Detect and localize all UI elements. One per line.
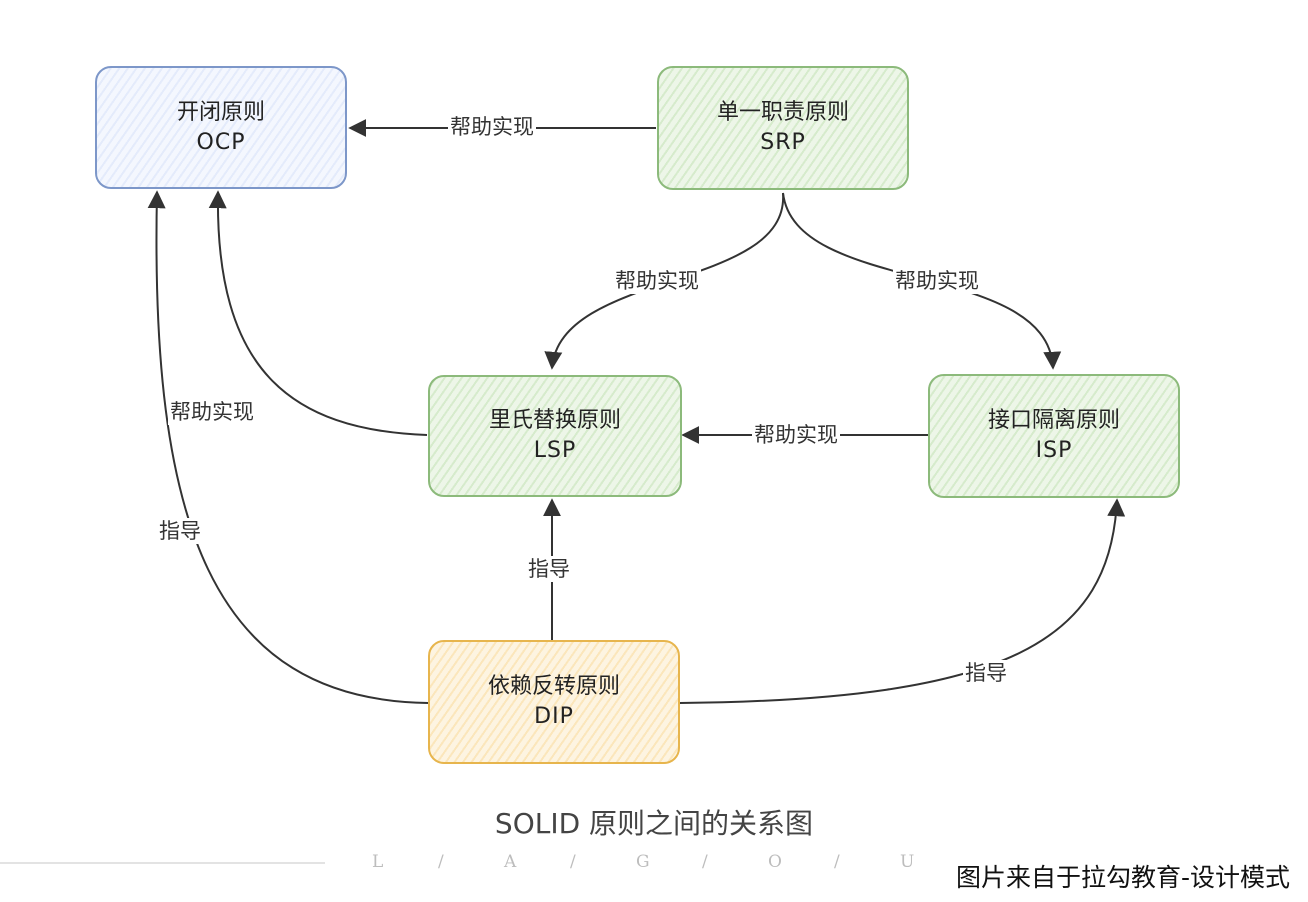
node-isp-name: 接口隔离原则 (987, 408, 1120, 433)
label-srp-to-lsp: 帮助实现 (613, 268, 701, 294)
node-srp: 单一职责原则 SRP (657, 66, 909, 190)
brand-letter: L (372, 852, 384, 872)
label-lsp-to-ocp: 帮助实现 (168, 399, 256, 425)
edge-dip-to-isp (679, 498, 1126, 704)
brand-letter: A (504, 852, 517, 872)
source-note: 图片来自于拉勾教育-设计模式 (955, 863, 1290, 892)
node-lsp-name: 里氏替换原则 (488, 408, 621, 433)
node-ocp-name: 开闭原则 (176, 99, 265, 125)
brand-letter: O (768, 852, 782, 872)
node-dip-name: 依赖反转原则 (487, 674, 620, 699)
edge-dip-to-ocp (147, 190, 429, 704)
brand-letter: / (570, 852, 576, 872)
edge-lsp-to-ocp (208, 190, 428, 436)
label-dip-to-lsp: 指导 (526, 556, 572, 582)
brand-letter: / (834, 852, 840, 872)
node-srp-abbr: SRP (760, 130, 806, 155)
diagram-caption: SOLID 原则之间的关系图 (494, 807, 814, 840)
node-isp-abbr: ISP (1035, 438, 1073, 463)
brand-letter: U (900, 852, 915, 872)
label-dip-to-isp: 指导 (963, 660, 1009, 686)
divider-line (0, 862, 325, 864)
node-lsp: 里氏替换原则 LSP (428, 375, 682, 497)
label-dip-to-ocp: 指导 (157, 518, 203, 544)
node-srp-name: 单一职责原则 (716, 100, 849, 125)
label-isp-to-lsp: 帮助实现 (752, 422, 840, 448)
label-srp-to-isp: 帮助实现 (893, 268, 981, 294)
brand-letter: G (636, 852, 650, 872)
brand-watermark: L / A / G / O / U (372, 852, 966, 872)
brand-letter: / (702, 852, 708, 872)
node-dip-abbr: DIP (534, 704, 574, 729)
node-lsp-abbr: LSP (533, 438, 577, 463)
node-dip: 依赖反转原则 DIP (428, 640, 680, 764)
node-ocp-abbr: OCP (196, 129, 246, 155)
node-isp: 接口隔离原则 ISP (928, 374, 1180, 498)
node-ocp: 开闭原则 OCP (95, 66, 347, 189)
label-srp-to-ocp: 帮助实现 (448, 114, 536, 140)
brand-letter: / (438, 852, 444, 872)
